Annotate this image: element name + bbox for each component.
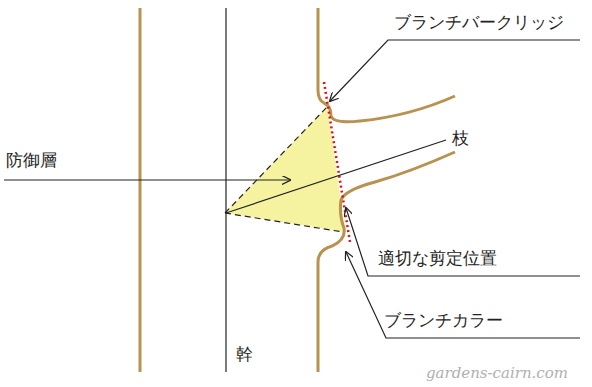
part-label: 枝 xyxy=(452,128,469,148)
branch-axis xyxy=(226,140,446,213)
part-label: ブランチバークリッジ xyxy=(394,12,564,32)
part-label: ブランチカラー xyxy=(384,310,503,330)
part-label: 防御層 xyxy=(6,150,57,170)
part-label: 幹 xyxy=(236,344,253,364)
part-label: 適切な剪定位置 xyxy=(378,248,497,268)
leader-line xyxy=(346,208,580,276)
leader-line xyxy=(330,40,580,101)
protective-layer xyxy=(225,107,345,232)
watermark: gardens-cairn.com xyxy=(426,364,568,382)
pruning-line xyxy=(324,82,350,242)
layer-edge xyxy=(225,107,327,213)
trunk-centre-line xyxy=(225,8,226,372)
layer-edge xyxy=(225,213,343,232)
leader-line xyxy=(4,179,290,180)
trunk-outline xyxy=(139,8,142,372)
